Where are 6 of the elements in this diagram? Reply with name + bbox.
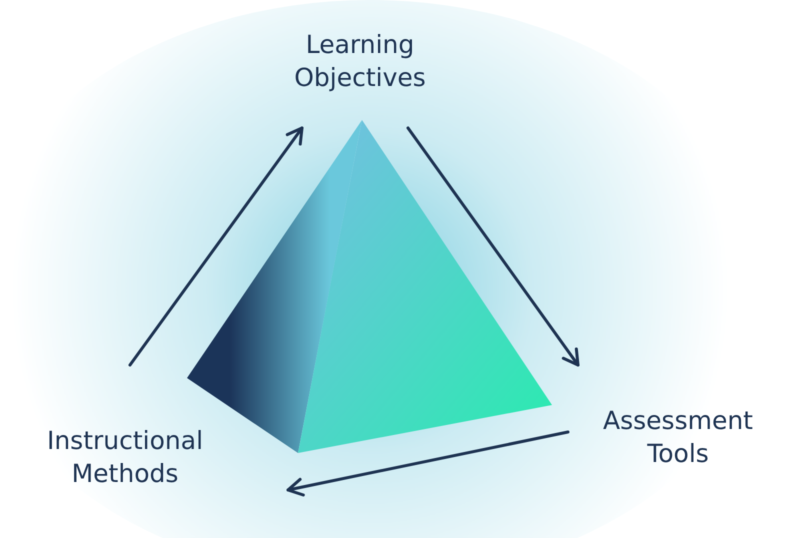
- arrow: [286, 430, 570, 496]
- arrow: [128, 126, 304, 366]
- node-label: Instructional Methods: [46, 425, 204, 490]
- node-label: Assessment Tools: [602, 405, 754, 470]
- node-label: Learning Objectives: [293, 29, 427, 94]
- arrow: [406, 126, 580, 366]
